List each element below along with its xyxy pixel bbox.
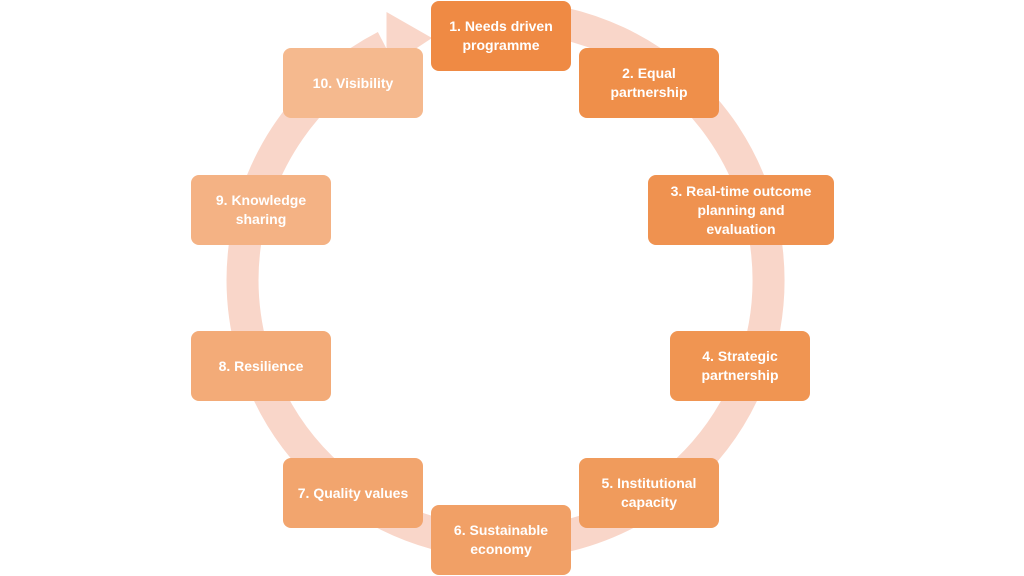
- step-3-label: 3. Real-time outcome planning and evalua…: [670, 182, 812, 237]
- step-9-knowledge-sharing: 9. Knowledge sharing: [191, 175, 331, 245]
- step-1-needs-driven-programme: 1. Needs driven programme: [431, 1, 571, 71]
- step-1-label: 1. Needs driven programme: [449, 18, 553, 53]
- step-9-label: 9. Knowledge sharing: [215, 192, 307, 227]
- step-8-resilience: 8. Resilience: [191, 331, 331, 401]
- step-8-label: 8. Resilience: [218, 357, 304, 374]
- step-2-label: 2. Equal partnership: [610, 65, 688, 100]
- step-4-label: 4. Strategic partnership: [701, 348, 779, 383]
- step-10-label: 10. Visibility: [312, 74, 394, 91]
- step-4-strategic-partnership: 4. Strategic partnership: [670, 331, 810, 401]
- step-7-label: 7. Quality values: [297, 484, 409, 501]
- step-3-real-time-outcome: 3. Real-time outcome planning and evalua…: [648, 175, 834, 245]
- step-6-sustainable-economy: 6. Sustainable economy: [431, 505, 571, 575]
- step-5-institutional-capacity: 5. Institutional capacity: [579, 458, 719, 528]
- step-2-equal-partnership: 2. Equal partnership: [579, 48, 719, 118]
- step-7-quality-values: 7. Quality values: [283, 458, 423, 528]
- step-10-visibility: 10. Visibility: [283, 48, 423, 118]
- step-6-label: 6. Sustainable economy: [453, 522, 549, 557]
- step-5-label: 5. Institutional capacity: [601, 475, 697, 510]
